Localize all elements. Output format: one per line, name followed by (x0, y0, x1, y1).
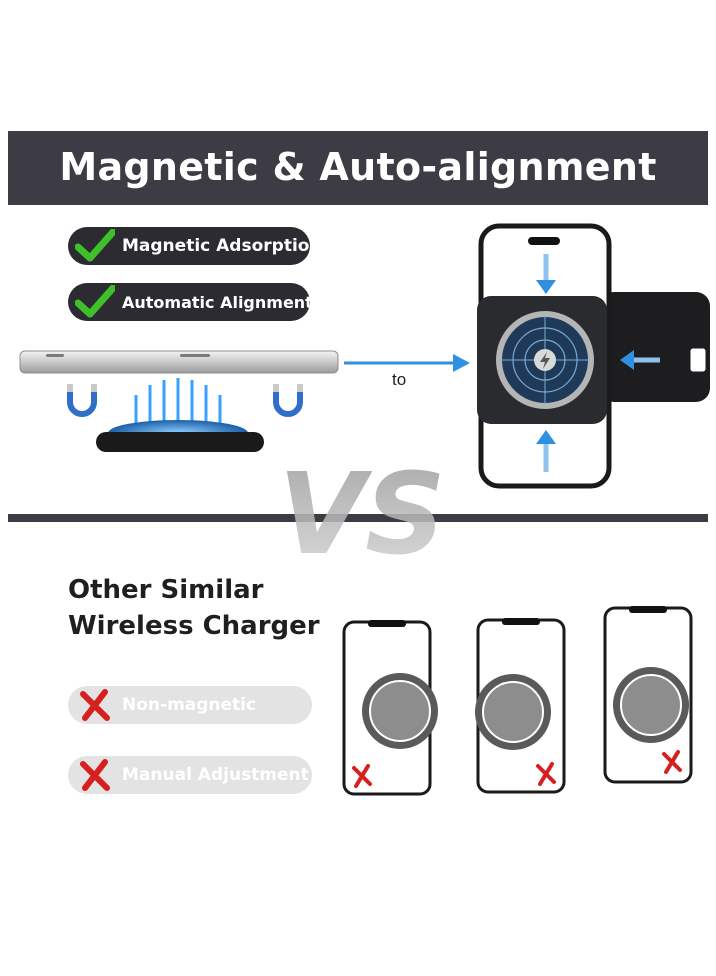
feature-pill-non-magnetic: Non-magnetic (68, 686, 312, 724)
red-x-icon (68, 756, 122, 794)
feature-pill-automatic-alignment: Automatic Alignment (68, 283, 313, 321)
arrow-down-icon (536, 254, 556, 294)
red-x-icon (662, 750, 682, 774)
feature-pill-magnetic-adsorption: Magnetic Adsorption (68, 227, 322, 265)
green-check-icon (68, 227, 122, 265)
phone-side-view (19, 350, 339, 374)
feature-pill-manual-adjustment: Manual Adjustment (68, 756, 312, 794)
comparison-title: Other Similar Wireless Charger (68, 572, 320, 644)
red-x-icon (352, 764, 372, 788)
charging-pad (96, 420, 264, 452)
phone-on-charger (477, 223, 710, 489)
comparison-title-line1: Other Similar (68, 575, 264, 605)
feature-label: Non-magnetic (122, 695, 257, 715)
feature-label: Manual Adjustment (122, 765, 309, 785)
misaligned-phone (475, 618, 566, 794)
red-x-icon (536, 762, 556, 786)
feature-label: Automatic Alignment (122, 292, 313, 312)
green-check-icon (68, 283, 122, 321)
vs-label: VS (278, 450, 445, 580)
arrow-up-icon (536, 430, 556, 472)
misaligned-phone (603, 606, 693, 784)
connector-label: to (392, 370, 407, 389)
title-banner: Magnetic & Auto-alignment (8, 131, 708, 205)
comparison-title-line2: Wireless Charger (68, 611, 320, 641)
feature-label: Magnetic Adsorption (122, 236, 322, 256)
misaligned-phone (342, 620, 438, 796)
banner-title: Magnetic & Auto-alignment (59, 145, 657, 189)
magnet-icon (67, 384, 97, 417)
section-divider (8, 514, 708, 522)
magnet-icon (273, 384, 303, 417)
arrow-left-icon (620, 350, 660, 370)
arrow-right-icon (344, 354, 470, 372)
red-x-icon (68, 686, 122, 724)
